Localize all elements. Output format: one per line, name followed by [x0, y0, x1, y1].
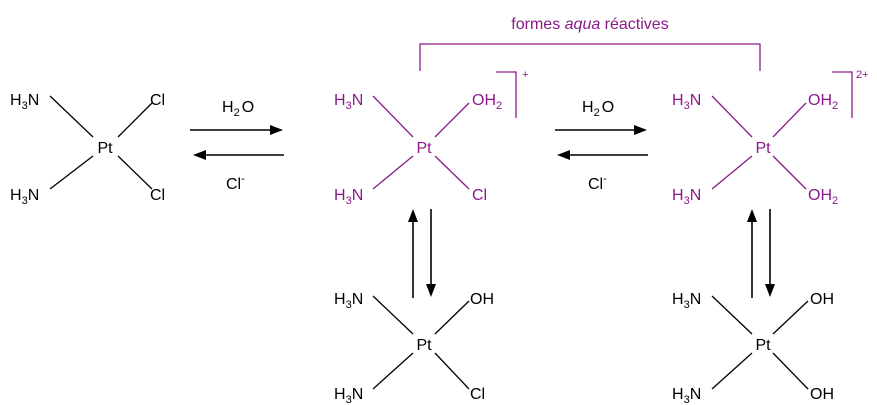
ligand-aqua-bottom: OH2 [808, 187, 838, 207]
vertical-equilibrium-2 [747, 209, 775, 298]
vertical-equilibrium-1 [408, 209, 436, 298]
ligand-oh: OH [470, 291, 494, 308]
ligand-h3n-bottom: H3N [672, 187, 701, 207]
dihydroxo-complex: Pt H3N H3N OH OH [672, 291, 834, 405]
aqua-forms-bracket: formes aqua réactives [419, 16, 761, 71]
ligand-aqua-top: OH2 [808, 92, 838, 112]
mono-aqua-complex: Pt H3N H3N OH2 Cl + [334, 69, 528, 207]
pt-center: Pt [416, 337, 432, 354]
ligand-cl-top: Cl [150, 92, 165, 109]
ligand-cl: Cl [472, 187, 487, 204]
ligand-oh-bottom: OH [810, 386, 834, 403]
ligand-aqua: OH2 [472, 92, 502, 112]
ligand-h3n-top: H3N [672, 92, 701, 112]
cisplatin-complex: Pt H3N H3N Cl Cl [10, 92, 165, 207]
ligand-h3n-top: H3N [334, 92, 363, 112]
ligand-h3n-top: H3N [672, 291, 701, 311]
ligand-oh-top: OH [810, 291, 834, 308]
di-aqua-complex: Pt H3N H3N OH2 OH2 2+ [672, 69, 869, 207]
ligand-cl: Cl [470, 386, 485, 403]
reagent-chloride-1: Cl- [226, 173, 245, 193]
ligand-h3n-bottom: H3N [334, 187, 363, 207]
ligand-h3n-bottom: H3N [672, 386, 701, 405]
ligand-cl-bottom: Cl [150, 187, 165, 204]
ligand-h3n-bottom: H3N [334, 386, 363, 405]
ligand-h3n-top: H3N [10, 92, 39, 112]
hydroxo-chloro-complex: Pt H3N H3N OH Cl [334, 291, 494, 405]
charge-label: + [522, 69, 528, 81]
charge-label: 2+ [856, 69, 869, 81]
ligand-h3n-top: H3N [334, 291, 363, 311]
aqua-forms-label: formes aqua réactives [511, 16, 668, 33]
reagent-chloride-2: Cl- [588, 173, 607, 193]
pt-center: Pt [755, 140, 771, 157]
ligand-h3n-bottom: H3N [10, 187, 39, 207]
pt-center: Pt [416, 140, 432, 157]
pt-center: Pt [97, 140, 113, 157]
pt-center: Pt [755, 337, 771, 354]
